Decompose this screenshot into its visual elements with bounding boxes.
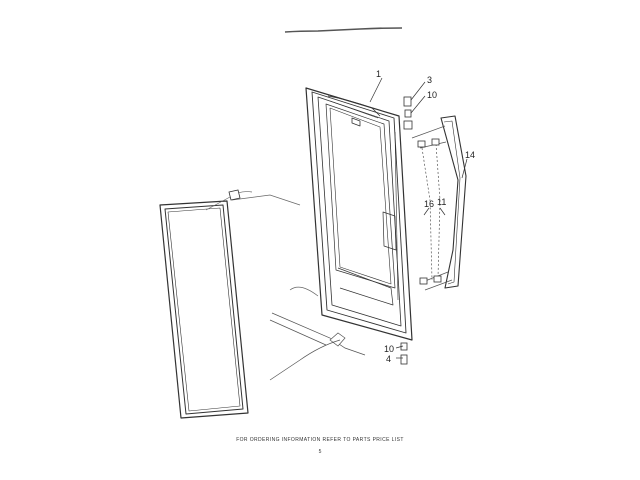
callout-10-top: 10 [427, 90, 438, 100]
callout-3: 3 [427, 75, 433, 85]
door-handle [440, 115, 467, 289]
header-scribble [284, 27, 403, 33]
handle-screws [417, 138, 442, 285]
callout-10-bottom: 10 [384, 344, 395, 354]
page-number: 5 [318, 449, 322, 455]
ordering-note: FOR ORDERING INFORMATION REFER TO PARTS … [236, 437, 404, 443]
callout-leaders [369, 77, 468, 359]
bottom-hinge-leader [269, 312, 366, 381]
callout-16: 16 [424, 199, 435, 209]
callout-11: 11 [437, 197, 447, 207]
callout-4: 4 [386, 354, 392, 364]
door-gasket [159, 200, 249, 419]
callout-14: 14 [465, 150, 476, 160]
door-frame [305, 87, 413, 341]
callout-1: 1 [376, 69, 382, 79]
bottom-hinge-parts [400, 342, 408, 365]
gasket-clip [228, 189, 241, 201]
top-hinge-parts [403, 96, 413, 130]
